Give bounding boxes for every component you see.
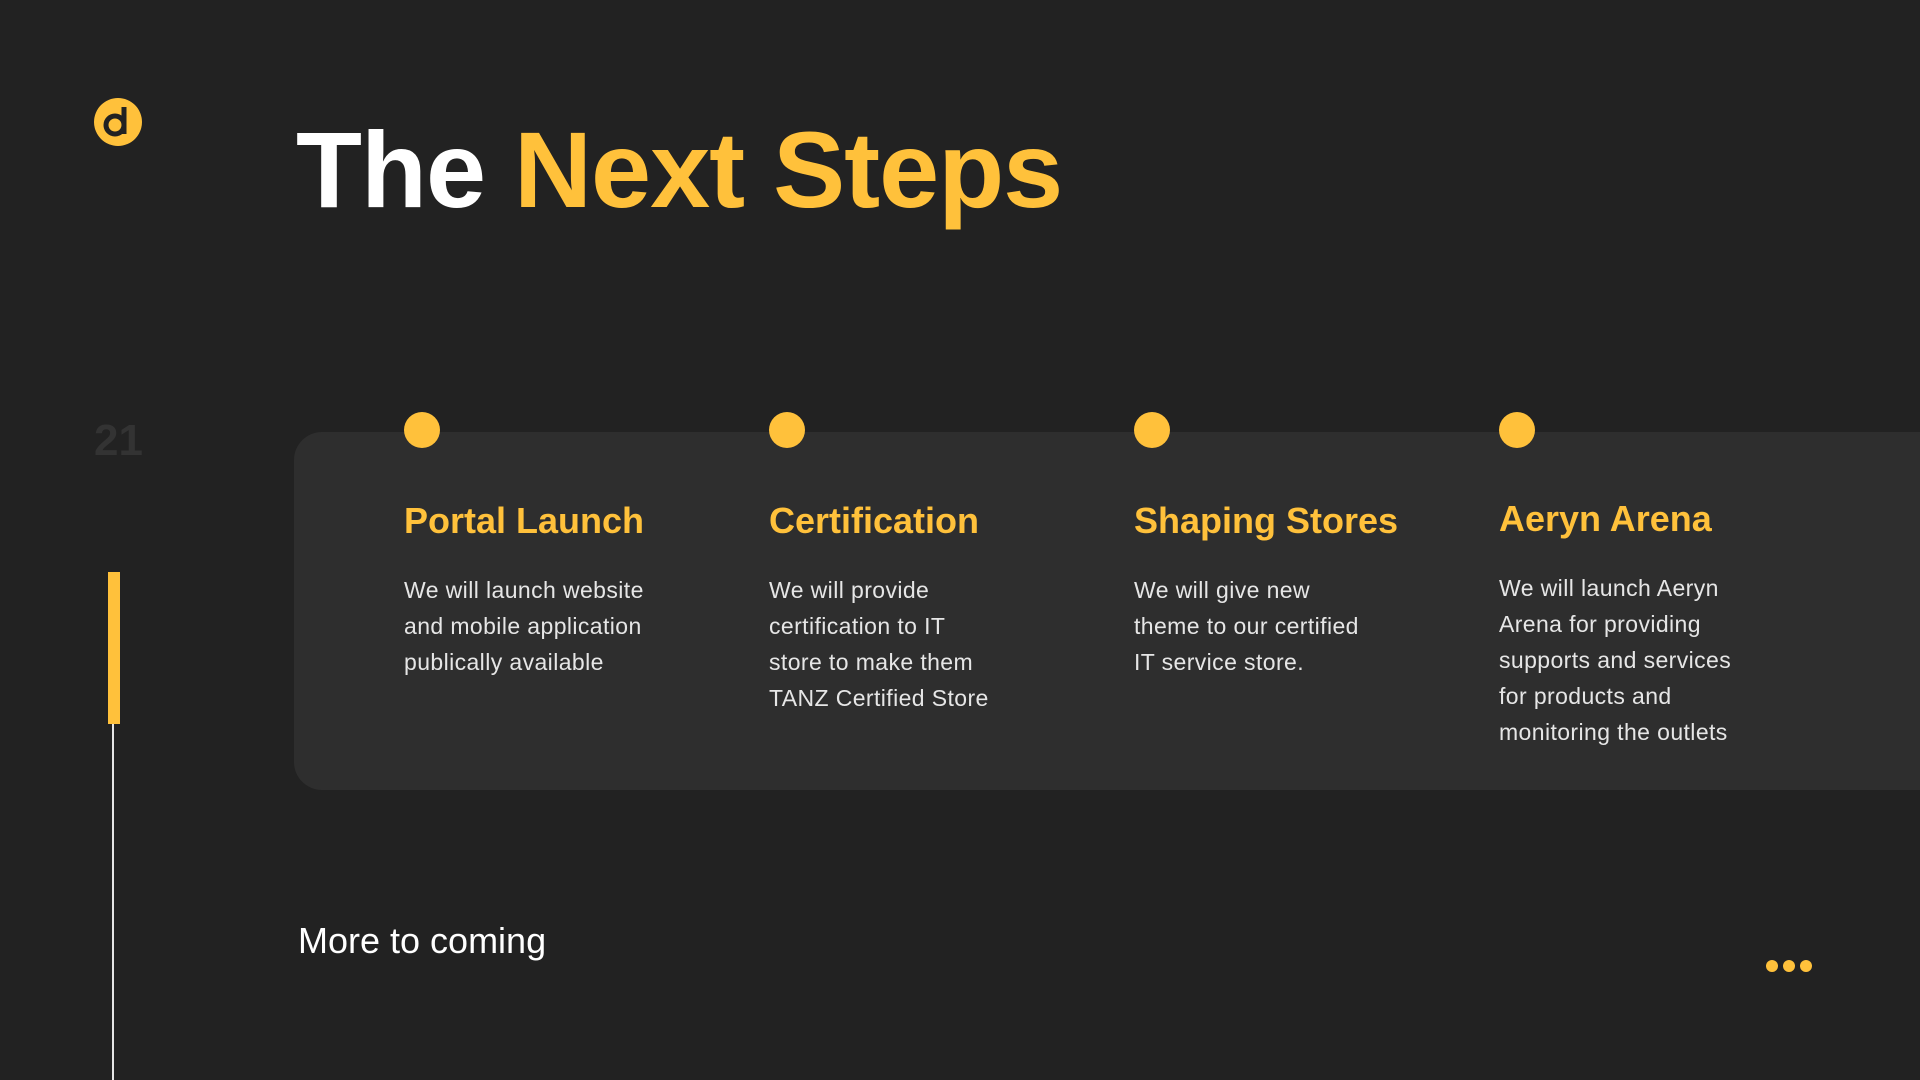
step-desc-line: We will launch website (404, 577, 644, 603)
step-desc-line: We will provide (769, 577, 930, 603)
title-part-white: The (296, 109, 486, 230)
step-desc-line: theme to our certified (1134, 613, 1359, 639)
page-number: 21 (94, 416, 143, 465)
step-description: We will launch Aeryn Arena for providing… (1499, 570, 1799, 750)
steps-panel (294, 432, 1920, 790)
d-logo-icon (94, 98, 142, 146)
step-desc-line: TANZ Certified Store (769, 685, 989, 711)
step-dot (1134, 412, 1170, 448)
step-title: Portal Launch (404, 500, 645, 541)
step-desc-line: Arena for providing (1499, 611, 1701, 637)
step-desc-line: for products and (1499, 683, 1672, 709)
step-description: We will provide certification to IT stor… (769, 572, 1069, 716)
step-description: We will give new theme to our certified … (1134, 572, 1434, 680)
step-desc-line: store to make them (769, 649, 974, 675)
footer-text: More to coming (298, 920, 547, 961)
step-desc-line: publically available (404, 649, 604, 675)
step-desc-line: We will give new (1134, 577, 1310, 603)
dot (1783, 960, 1795, 972)
step-title: Aeryn Arena (1499, 498, 1712, 539)
page-title: The Next Steps (296, 108, 1063, 232)
more-dots-icon (1766, 960, 1812, 972)
step-dot (404, 412, 440, 448)
step-title: Shaping Stores (1134, 500, 1399, 541)
step-desc-line: certification to IT (769, 613, 946, 639)
step-dot (1499, 412, 1535, 448)
step-dot (769, 412, 805, 448)
progress-track (112, 572, 114, 1080)
step-title: Certification (769, 500, 980, 541)
step-desc-line: IT service store. (1134, 649, 1304, 675)
step-description: We will launch website and mobile applic… (404, 572, 704, 680)
step-desc-line: and mobile application (404, 613, 642, 639)
step-desc-line: supports and services (1499, 647, 1732, 673)
progress-fill (108, 572, 120, 724)
step-desc-line: We will launch Aeryn (1499, 575, 1719, 601)
title-part-accent: Next Steps (514, 109, 1063, 230)
dot (1800, 960, 1812, 972)
dot (1766, 960, 1778, 972)
step-desc-line: monitoring the outlets (1499, 719, 1728, 745)
